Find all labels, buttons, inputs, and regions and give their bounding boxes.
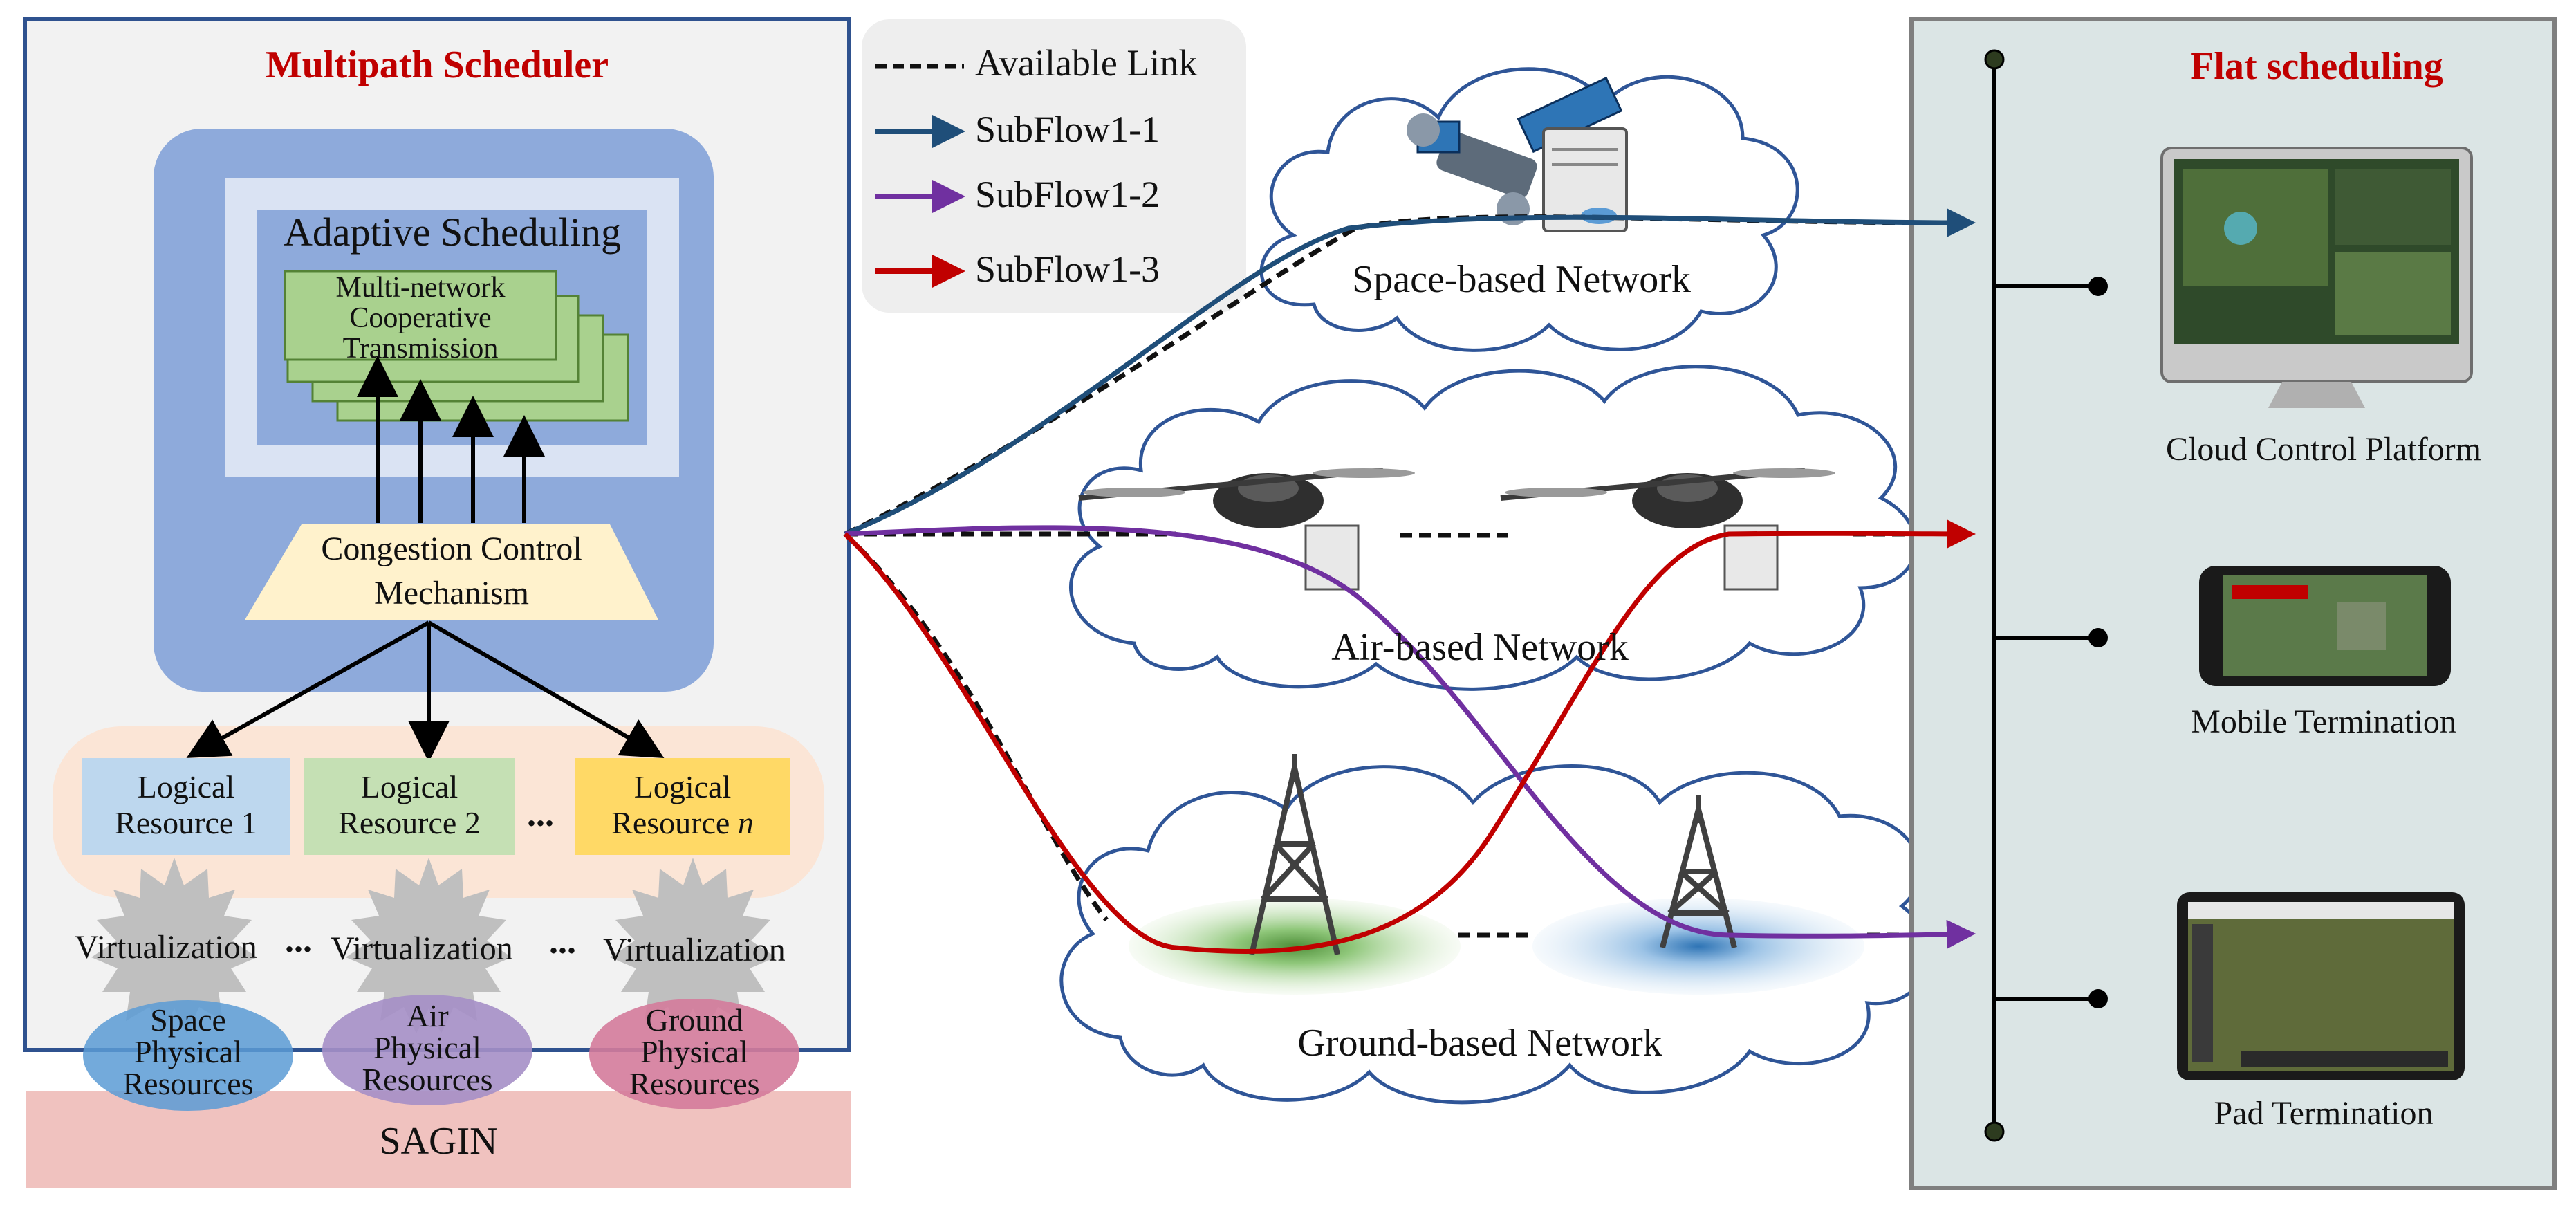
phone-icon	[2199, 566, 2451, 686]
space-physical-line-1: Space	[150, 1002, 226, 1038]
legend-subflow1-3: SubFlow1-3	[975, 248, 1160, 290]
down-arrows	[186, 620, 665, 762]
ground-physical-line-2: Physical	[640, 1034, 748, 1069]
logical-resource-1-prefix: Logical	[137, 769, 235, 804]
virtualization-ellipsis-1: ...	[285, 921, 312, 960]
logical-resource-n: Logical Resource n	[575, 769, 790, 841]
space-physical-line-3: Resources	[122, 1066, 254, 1101]
subflow1-2-path	[844, 525, 1976, 949]
subflow1-3-path	[843, 519, 1976, 954]
ground-physical-resources: Ground Physical Resources	[589, 1004, 799, 1100]
cooperative-card-1	[284, 270, 557, 361]
cooperative-transmission-label: Multi-network Cooperative Transmission	[285, 273, 556, 364]
up-arrows	[357, 356, 545, 523]
monitor-icon	[2160, 147, 2473, 408]
resource-ellipsis: ...	[527, 795, 554, 834]
logical-resource-2-box	[304, 758, 515, 855]
logical-resource-2-prefix: Logical	[360, 769, 458, 804]
space-physical-line-2: Physical	[134, 1034, 242, 1069]
sagin-label: SAGIN	[379, 1120, 498, 1163]
logical-resource-n-prefix: Logical	[633, 769, 732, 804]
air-physical-line-3: Resources	[362, 1062, 493, 1097]
ground-physical-ellipse	[589, 999, 799, 1109]
logical-resource-n-name: Resource	[611, 805, 730, 840]
space-network-label: Space-based Network	[1352, 258, 1691, 301]
virtualization-label-2: Virtualization	[331, 930, 513, 967]
bus-node-pad	[2088, 989, 2108, 1008]
pad-termination-label: Pad Termination	[2214, 1095, 2434, 1132]
tower-icon	[1249, 754, 1340, 955]
legend-subflow1-1: SubFlow1-1	[975, 109, 1160, 150]
air-physical-ellipse	[322, 995, 532, 1105]
cooperative-line-2: Cooperative	[349, 302, 492, 334]
cloud-control-platform-label: Cloud Control Platform	[2166, 431, 2481, 468]
virtualization-label-1: Virtualization	[75, 929, 257, 966]
drone-icon	[1500, 468, 1835, 591]
logical-resource-n-box	[575, 758, 790, 855]
available-link-ground	[843, 532, 1109, 922]
virtualization-ellipsis-2: ...	[549, 922, 576, 961]
bus-node-cloud	[2088, 277, 2108, 296]
legend-subflow1-2: SubFlow1-2	[975, 174, 1160, 215]
virtualization-label-3: Virtualization	[603, 932, 786, 968]
logical-resource-1-name: Resource 1	[115, 805, 257, 840]
air-physical-line-2: Physical	[373, 1030, 481, 1065]
bus-bottom-node	[1984, 1121, 2005, 1142]
ground-physical-line-3: Resources	[629, 1066, 760, 1101]
air-network-label: Air-based Network	[1331, 626, 1629, 669]
logical-resource-2-name: Resource 2	[338, 805, 481, 840]
legend-available-link: Available Link	[975, 42, 1198, 84]
subflow1-1-path	[844, 208, 1976, 537]
logical-resource-n-suffix: n	[737, 805, 754, 840]
logical-resource-2: Logical Resource 2	[304, 769, 515, 841]
flat-scheduling-title: Flat scheduling	[2190, 45, 2443, 88]
air-physical-resources: Air Physical Resources	[322, 1000, 532, 1096]
air-physical-line-1: Air	[406, 998, 449, 1033]
cooperative-line-3: Transmission	[342, 333, 499, 365]
drone-icon	[1078, 468, 1415, 591]
ground-coverage-blue	[1532, 898, 1864, 995]
cooperative-line-1: Multi-network	[335, 272, 506, 304]
space-physical-ellipse	[83, 1000, 293, 1111]
bus-top-node	[1984, 49, 2005, 70]
mobile-termination-label: Mobile Termination	[2191, 703, 2456, 740]
congestion-trapezoid	[245, 524, 658, 620]
ground-physical-line-1: Ground	[645, 1002, 743, 1038]
congestion-line-2: Mechanism	[374, 575, 529, 611]
virtualization-burst-1	[91, 858, 257, 1033]
tablet-icon	[2177, 892, 2465, 1080]
legend-box	[862, 19, 1246, 313]
virtualization-bursts	[91, 858, 776, 1033]
logical-resource-1-box	[82, 758, 290, 855]
scheduler-title: Multipath Scheduler	[265, 44, 609, 86]
ground-coverage-green	[1129, 898, 1461, 995]
logical-resource-1: Logical Resource 1	[82, 769, 290, 841]
adaptive-scheduling-title: Adaptive Scheduling	[283, 210, 622, 255]
bus-node-mobile	[2088, 628, 2108, 647]
virtualization-burst-3	[610, 858, 776, 1033]
congestion-line-1: Congestion Control	[321, 531, 582, 567]
virtualization-burst-2	[346, 858, 512, 1033]
congestion-label: Congestion Control Mechanism	[245, 527, 658, 616]
ground-network-label: Ground-based Network	[1297, 1022, 1662, 1065]
space-physical-resources: Space Physical Resources	[83, 1004, 293, 1100]
tower-icon	[1660, 795, 1737, 949]
